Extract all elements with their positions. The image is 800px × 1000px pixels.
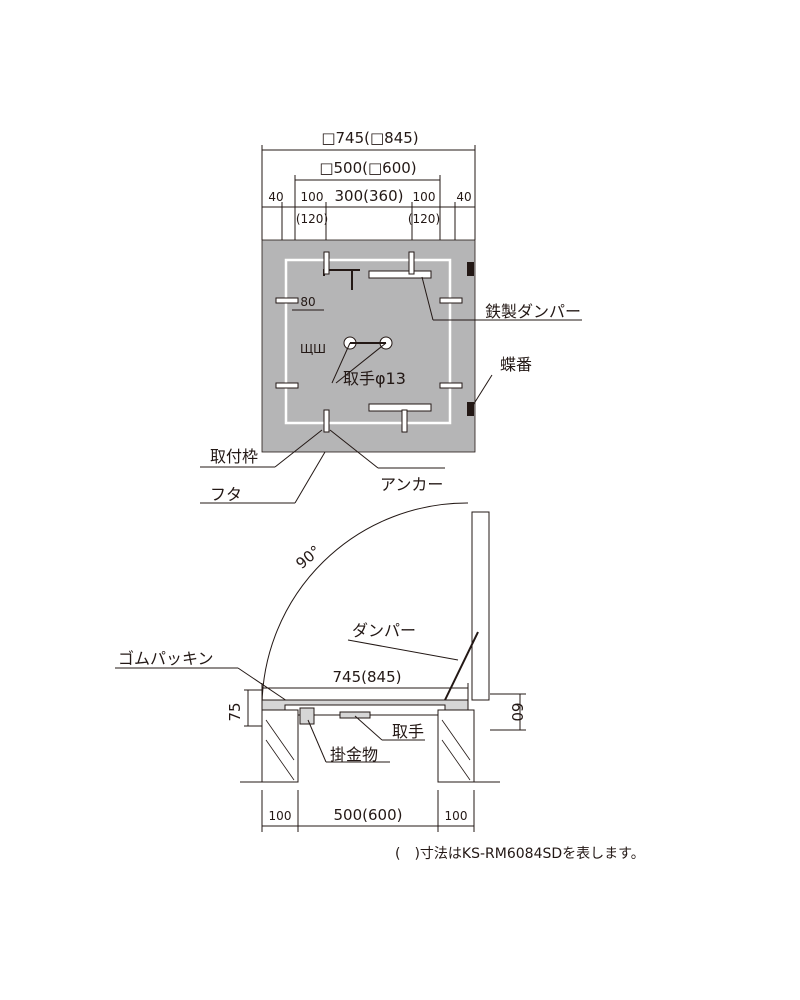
handle-leader <box>354 715 383 741</box>
mounting-frame <box>284 258 452 425</box>
label-damper-iron: 鉄製ダンパー <box>485 302 581 321</box>
label-mounting-frame: 取付枠 <box>210 447 258 466</box>
dim-side-100-right: 100 <box>445 809 468 823</box>
small-mark: ЩШ <box>300 342 326 356</box>
top-dimension-lines <box>261 145 476 260</box>
angle-label: 90° <box>292 542 324 573</box>
hook-leader <box>307 719 327 763</box>
label-lid: フタ <box>210 485 242 504</box>
side-view: 90° ダンパー ゴムパッキン 745(845) <box>115 502 526 832</box>
label-hook: 掛金物 <box>330 745 378 764</box>
label-handle-side: 取手 <box>392 722 424 741</box>
dim-side-100-left: 100 <box>269 809 292 823</box>
dim-100-right: 100 <box>413 190 436 204</box>
dim-75: 75 <box>226 702 244 721</box>
label-hinge: 蝶番 <box>500 355 532 374</box>
dim-40-left: 40 <box>268 190 283 204</box>
top-view: □745(□845) □500(□600) 40 100 (120) 300(3… <box>200 129 582 504</box>
hook-fitting <box>299 707 315 725</box>
label-rubber-packing: ゴムパッキン <box>118 649 214 668</box>
handle-section <box>339 711 371 719</box>
dim-inner: □500(□600) <box>319 159 416 177</box>
dim-outer: □745(□845) <box>321 129 418 147</box>
dim-120-left: (120) <box>296 212 328 226</box>
label-anchor: アンカー <box>380 475 443 494</box>
dim-80: 80 <box>300 295 315 309</box>
top-leader-lines <box>200 276 582 504</box>
dim-center: 300(360) <box>335 187 404 205</box>
dim-60: 60 <box>508 702 526 721</box>
label-handle-top: 取手φ13 <box>343 369 406 388</box>
opening-arc <box>261 502 469 706</box>
hinge-top <box>467 262 474 276</box>
damper-top <box>368 270 432 279</box>
plate-outline <box>261 239 476 453</box>
opened-lid <box>471 511 490 701</box>
damper-bottom <box>368 403 432 412</box>
dim-120-right: (120) <box>408 212 440 226</box>
footnote: ( )寸法はKS-RM6084SDを表します。 <box>395 846 645 862</box>
anchors <box>275 251 463 433</box>
damper-leader <box>347 639 459 661</box>
damper-rod <box>444 631 479 701</box>
dim-side-center: 500(600) <box>334 806 403 824</box>
concrete-walls <box>240 709 500 783</box>
label-damper: ダンパー <box>352 621 416 640</box>
dim-side-width: 745(845) <box>333 668 402 686</box>
dim-40-right: 40 <box>456 190 471 204</box>
dim-100-left: 100 <box>301 190 324 204</box>
